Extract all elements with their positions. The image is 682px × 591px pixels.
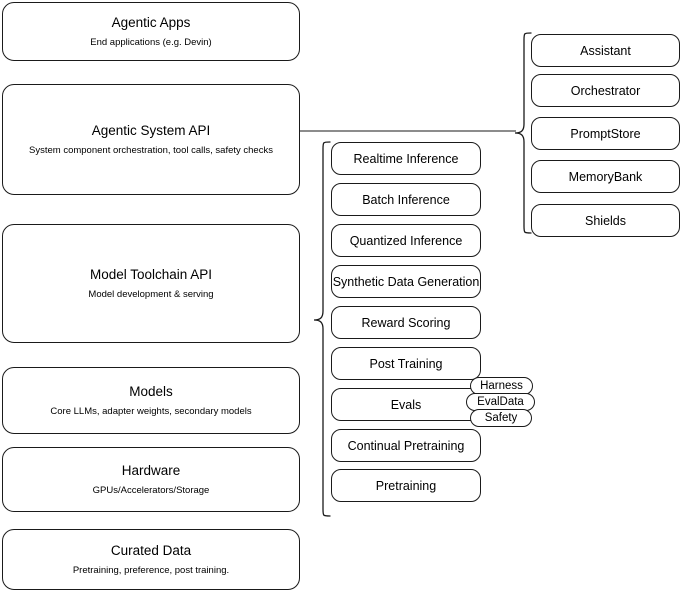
toolchain-pill-evals[interactable]: Evals — [331, 388, 481, 421]
layer-box-agentic-apps[interactable]: Agentic Apps End applications (e.g. Devi… — [2, 2, 300, 61]
brace-toolchain-components — [311, 140, 333, 518]
layer-box-agentic-system-api[interactable]: Agentic System API System component orch… — [2, 84, 300, 195]
layer-box-hardware[interactable]: Hardware GPUs/Accelerators/Storage — [2, 447, 300, 512]
layer-title: Agentic System API — [91, 122, 211, 138]
evals-subpill-safety[interactable]: Safety — [470, 409, 532, 427]
system-pill-promptstore[interactable]: PromptStore — [531, 117, 680, 150]
system-pill-assistant[interactable]: Assistant — [531, 34, 680, 67]
system-pill-memorybank[interactable]: MemoryBank — [531, 160, 680, 193]
layer-box-models[interactable]: Models Core LLMs, adapter weights, secon… — [2, 367, 300, 434]
layer-title: Models — [129, 383, 173, 399]
layer-title: Curated Data — [110, 542, 192, 558]
evals-subpill-evaldata[interactable]: EvalData — [466, 393, 535, 411]
toolchain-pill-realtime-inference[interactable]: Realtime Inference — [331, 142, 481, 175]
toolchain-pill-reward-scoring[interactable]: Reward Scoring — [331, 306, 481, 339]
connector-system-api-to-components — [300, 126, 520, 136]
layer-subtitle: End applications (e.g. Devin) — [90, 36, 212, 48]
layer-title: Hardware — [121, 462, 181, 478]
toolchain-pill-batch-inference[interactable]: Batch Inference — [331, 183, 481, 216]
toolchain-pill-pretraining[interactable]: Pretraining — [331, 469, 481, 502]
layer-box-model-toolchain-api[interactable]: Model Toolchain API Model development & … — [2, 224, 300, 343]
toolchain-pill-synthetic-data-generation[interactable]: Synthetic Data Generation — [331, 265, 481, 298]
evals-subpill-harness[interactable]: Harness — [470, 377, 533, 395]
system-pill-shields[interactable]: Shields — [531, 204, 680, 237]
system-pill-orchestrator[interactable]: Orchestrator — [531, 74, 680, 107]
layer-subtitle: Core LLMs, adapter weights, secondary mo… — [50, 405, 252, 417]
layer-box-curated-data[interactable]: Curated Data Pretraining, preference, po… — [2, 529, 300, 590]
layer-title: Model Toolchain API — [89, 266, 213, 282]
layer-title: Agentic Apps — [111, 14, 191, 30]
layer-subtitle: System component orchestration, tool cal… — [29, 144, 273, 156]
toolchain-pill-post-training[interactable]: Post Training — [331, 347, 481, 380]
toolchain-pill-quantized-inference[interactable]: Quantized Inference — [331, 224, 481, 257]
layer-subtitle: Pretraining, preference, post training. — [72, 564, 230, 576]
toolchain-pill-continual-pretraining[interactable]: Continual Pretraining — [331, 429, 481, 462]
layer-subtitle: GPUs/Accelerators/Storage — [92, 484, 210, 496]
layer-subtitle: Model development & serving — [88, 288, 214, 300]
